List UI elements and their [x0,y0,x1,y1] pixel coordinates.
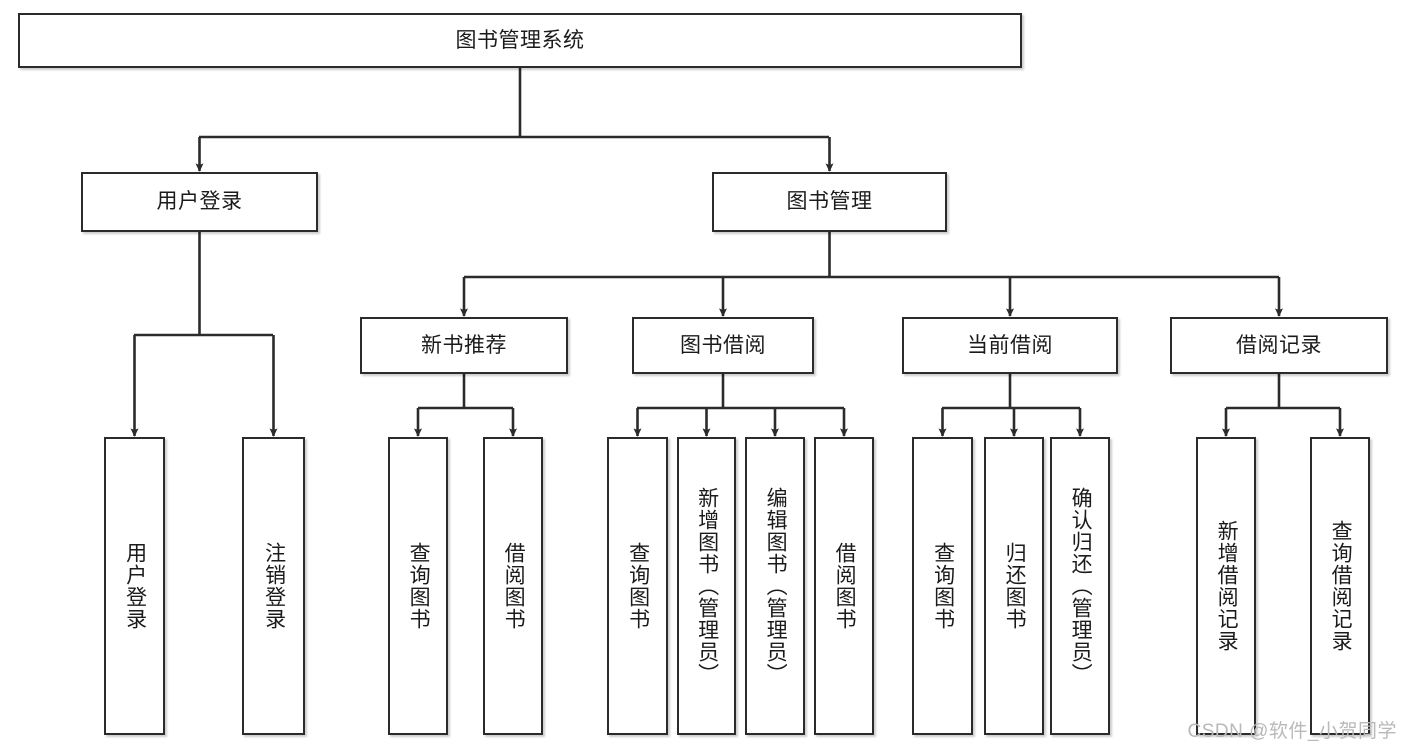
node-leaf-9[interactable]: 查询图书 [912,437,973,735]
node-login[interactable]: 用户登录 [81,172,318,232]
node-leaf-6[interactable]: 新增图书（管理员） [677,437,736,735]
node-label: 借阅记录 [1236,333,1322,357]
node-leaf-11[interactable]: 确认归还（管理员） [1050,437,1110,735]
node-leaf-3[interactable]: 查询图书 [388,437,448,735]
node-leaf-7[interactable]: 编辑图书（管理员） [745,437,805,735]
node-leaf-4[interactable]: 借阅图书 [483,437,543,735]
node-label: 借阅图书 [502,542,526,630]
node-label: 查询图书 [931,542,955,630]
node-newbook[interactable]: 新书推荐 [360,317,568,374]
node-label: 当前借阅 [967,333,1053,357]
node-leaf-12[interactable]: 新增借阅记录 [1196,437,1256,735]
node-label: 查询图书 [626,542,650,630]
node-label: 借阅图书 [833,542,857,630]
node-label: 查询图书 [407,542,431,630]
node-label: 新书推荐 [421,333,507,357]
node-label: 编辑图书（管理员） [764,487,788,685]
node-label: 图书管理系统 [455,28,585,52]
node-leaf-2[interactable]: 注销登录 [242,437,305,735]
node-leaf-13[interactable]: 查询借阅记录 [1310,437,1370,735]
node-leaf-1[interactable]: 用户登录 [104,437,165,735]
node-label: 用户登录 [123,542,147,630]
node-label: 用户登录 [156,190,243,214]
node-current[interactable]: 当前借阅 [902,317,1118,374]
node-borrow[interactable]: 图书借阅 [632,317,814,374]
node-bookmgmt[interactable]: 图书管理 [712,172,947,232]
node-leaf-8[interactable]: 借阅图书 [814,437,874,735]
node-label: 新增图书（管理员） [695,487,719,685]
node-label: 确认归还（管理员） [1069,487,1093,685]
node-label: 图书借阅 [680,333,766,357]
node-label: 归还图书 [1003,542,1027,630]
node-records[interactable]: 借阅记录 [1170,317,1388,374]
node-leaf-10[interactable]: 归还图书 [984,437,1044,735]
node-label: 注销登录 [262,542,286,630]
node-root[interactable]: 图书管理系统 [18,13,1022,68]
node-label: 查询借阅记录 [1329,520,1353,652]
node-leaf-5[interactable]: 查询图书 [607,437,668,735]
node-label: 图书管理 [786,190,873,214]
node-label: 新增借阅记录 [1215,520,1239,652]
